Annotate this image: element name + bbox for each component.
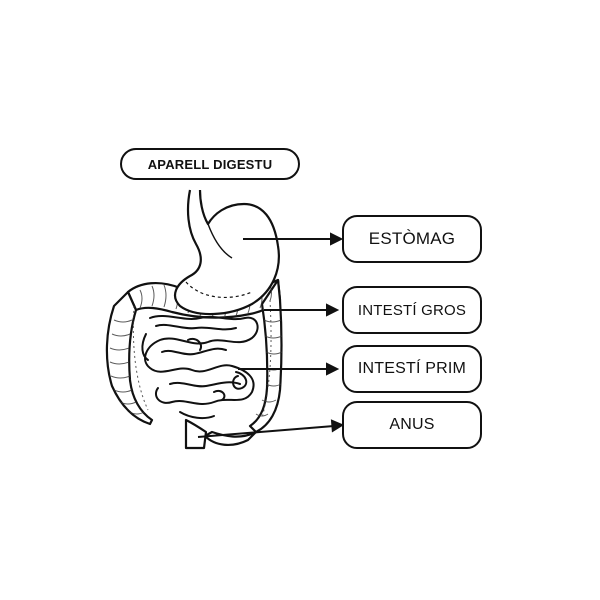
- diagram-title: APARELL DIGESTU: [120, 148, 300, 180]
- label-intesti-prim: INTESTÍ PRIM: [342, 345, 482, 393]
- label-anus: ANUS: [342, 401, 482, 449]
- label-intesti-gros: INTESTÍ GROS: [342, 286, 482, 334]
- small-intestine: [141, 315, 259, 420]
- stomach: [173, 189, 280, 316]
- connector-lines: [197, 232, 345, 438]
- label-estomag: ESTÒMAG: [342, 215, 482, 263]
